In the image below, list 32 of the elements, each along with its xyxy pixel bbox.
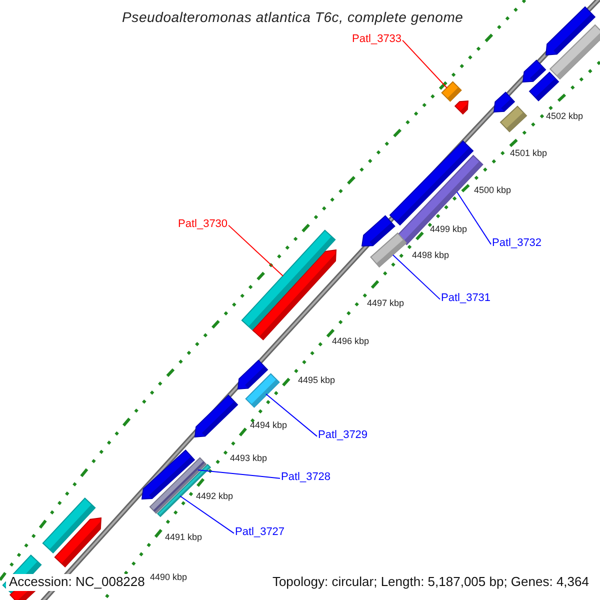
gene-label: Patl_3728	[281, 471, 331, 484]
tick-label: 4492 kbp	[196, 491, 234, 502]
gene-label: Patl_3727	[235, 526, 285, 539]
gene-label: Patl_3729	[318, 429, 368, 442]
leader-line	[228, 224, 284, 276]
gene-feature	[241, 230, 336, 330]
gene-feature	[441, 81, 462, 102]
tick-label: 4494 kbp	[250, 420, 288, 430]
gene-label: Patl_3732	[492, 237, 542, 250]
leader-line	[402, 40, 448, 88]
tick-label: 4490 kbp	[150, 572, 188, 582]
tick-label: 4493 kbp	[230, 453, 268, 464]
tick-label: 4498 kbp	[412, 250, 450, 260]
tick-label: 4500 kbp	[474, 185, 512, 196]
tick-label: 4497 kbp	[367, 298, 404, 308]
tick-label: 4502 kbp	[546, 111, 584, 122]
leader-line	[198, 470, 280, 479]
leader-line	[266, 394, 318, 437]
leader-line	[392, 254, 440, 300]
tick-label: 4496 kbp	[332, 336, 370, 346]
gene-label: Patl_3733	[352, 33, 402, 46]
gene-label: Patl_3730	[178, 218, 228, 231]
leader-line	[456, 192, 492, 245]
gene-feature	[370, 232, 407, 268]
title: Pseudoalteromonas atlantica T6c, complete genome	[122, 9, 464, 26]
gene-label: Patl_3731	[441, 292, 491, 305]
gene-feature	[245, 373, 280, 408]
tick-label: 4501 kbp	[510, 148, 548, 158]
tick-label: 4495 kbp	[298, 375, 336, 386]
leader-line	[180, 496, 234, 534]
tick-label: 4499 kbp	[430, 224, 468, 234]
tick-label: 4491 kbp	[165, 532, 202, 542]
